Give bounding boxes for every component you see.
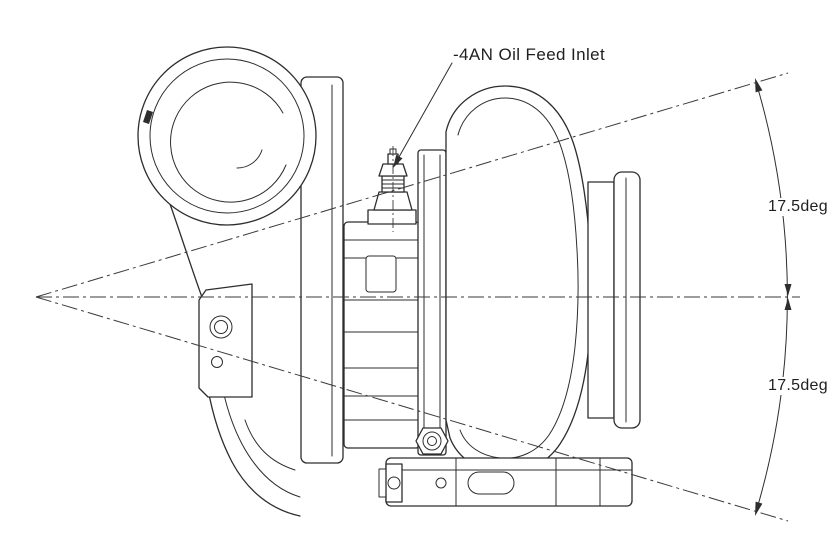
oil-inlet-boss [367,209,417,225]
angle-dimension-bottom: 17.5deg [766,377,827,395]
clamp-rivet [435,477,447,489]
center-housing-group [343,209,421,449]
turbine-housing-outer [445,85,593,473]
inducer-hook-arc [236,149,263,169]
leader-arrowhead [393,154,403,168]
volute-detail-curve [244,419,296,471]
dimension-arc [755,81,788,513]
t-bolt-hole [387,476,401,490]
lower-angle-centerline [35,296,789,522]
compressor-inlet-inner [149,58,305,214]
oil-feed-inlet-label: -4AN Oil Feed Inlet [453,45,606,64]
arc-arrow-mid-down [784,298,792,310]
leader-line [398,62,453,158]
hex-nut-circle [422,431,442,451]
clamp-slot [467,471,515,495]
clamp-group [378,427,633,507]
turbine-inlet-flange [417,149,447,456]
outlet-neck [587,181,615,419]
bracket-hole [214,320,228,334]
leader-group [393,62,453,168]
inducer-spiral-arc [170,81,287,203]
angle-dimension-top: 17.5deg [766,198,827,216]
arc-arrow-mid-up [784,284,792,296]
arc-arrow-top [755,78,763,93]
compressor-group [137,46,344,517]
v-band-outlet-flange [613,171,641,429]
volute-transition-line [169,203,204,301]
hex-nut-bore [427,436,437,446]
turbine-housing-inner [457,97,579,459]
arc-arrow-bottom [755,501,763,516]
t-bolt-block [385,463,403,503]
centerline-group [35,72,800,522]
bracket-hole-counterbore [209,315,233,339]
bracket-hole-small [211,356,223,368]
chra-port-detail [365,255,397,293]
turbine-group [417,85,641,473]
upper-angle-centerline [35,72,789,298]
rim-notch [143,110,153,124]
dimension-group [755,78,792,516]
mounting-bracket [198,283,253,398]
compressor-inlet-outer [137,46,317,226]
clamp-hex-nut [415,427,449,455]
